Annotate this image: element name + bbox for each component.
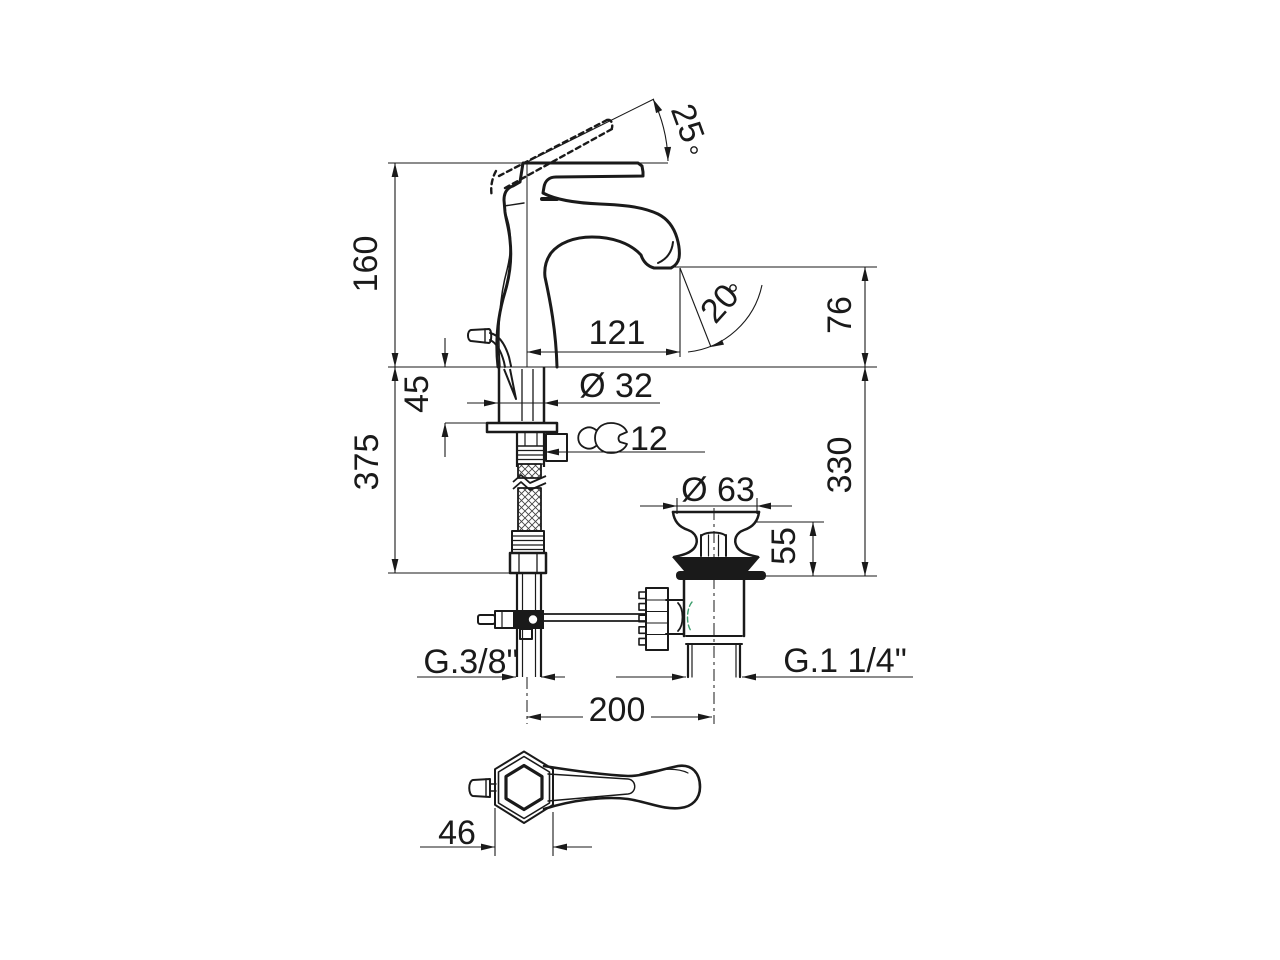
- waste-gasket: [672, 557, 760, 571]
- dim-text-g38: G.3/8": [423, 643, 518, 681]
- waste-flange: [676, 571, 766, 580]
- linkage-gear-nut: [638, 587, 669, 651]
- dim-text-121: 121: [589, 314, 646, 352]
- dim-text-g114: G.1 1/4": [783, 642, 907, 680]
- degree-symbol-20: [729, 284, 737, 292]
- dim-text-12: 12: [630, 420, 668, 458]
- degree-symbol-25: [690, 146, 698, 154]
- thumbscrew-stem: [477, 614, 496, 625]
- dim-text-375: 375: [348, 434, 386, 491]
- hose-hex-nut: [508, 551, 548, 575]
- hex-escutcheon-outer: [494, 750, 554, 824]
- topview-knob-body: [468, 778, 491, 798]
- angle-20-ray: [679, 267, 712, 348]
- waste-port-bore: [677, 602, 684, 632]
- mounting-flange: [485, 421, 559, 434]
- dim-text-46: 46: [438, 814, 476, 852]
- plug-side-l: [671, 510, 698, 559]
- popup-rod-curve-1: [489, 332, 512, 367]
- dim-text-45: 45: [398, 375, 436, 413]
- linkage-clamp-hole: [528, 615, 538, 624]
- raised-handle-cap: [605, 118, 614, 130]
- wrench-handle: [577, 426, 597, 450]
- spout-tip-inner-line: [657, 241, 674, 264]
- popup-rod-curve-2: [489, 339, 506, 368]
- lever-outline: [542, 764, 702, 811]
- dim-text-25: 25: [663, 99, 712, 148]
- plug-lift-knob: [700, 531, 727, 557]
- knurl-lines: [517, 449, 544, 465]
- shank-thread-mark: [503, 368, 517, 400]
- hose-break-line-1: [512, 474, 547, 484]
- dim-text-55: 55: [765, 527, 803, 565]
- angle-20-arc: [687, 284, 763, 353]
- raised-handle-bottom: [503, 127, 614, 190]
- side-fixing-block: [545, 433, 568, 462]
- faucet-body-outline: [495, 161, 681, 369]
- lever-paddle-highlight: [639, 768, 689, 775]
- faucet-side-view: [467, 118, 681, 369]
- drain-assembly: [638, 510, 766, 679]
- hex-escutcheon-middle: [497, 755, 551, 820]
- handle-top-view: [468, 750, 702, 824]
- angle-25-arc: [652, 98, 672, 162]
- popup-knob-body: [467, 328, 493, 344]
- supply-assembly: [477, 367, 645, 677]
- waste-hidden-arc: [686, 601, 693, 633]
- braided-hose-lower: [517, 487, 542, 532]
- lever-inner-contour: [547, 773, 636, 802]
- centerlines: [526, 161, 715, 724]
- raised-handle-heel: [490, 169, 498, 199]
- pivot-line: [503, 202, 525, 207]
- hex-cartridge-inner: [504, 763, 544, 812]
- hose-break-line-2: [512, 481, 547, 491]
- dim-text-200: 200: [589, 691, 646, 729]
- angle-20-arrow: [711, 339, 724, 347]
- plug-side-r: [734, 510, 761, 559]
- raised-handle-dashed: [490, 118, 614, 199]
- dim-text-32: Ø 32: [579, 367, 653, 405]
- dimension-lines: [391, 98, 913, 851]
- dim-text-76: 76: [821, 296, 859, 334]
- dim-text-160: 160: [347, 236, 385, 293]
- wrench-head: [594, 422, 628, 454]
- extension-lines: [388, 162, 877, 856]
- raised-handle-top: [497, 118, 609, 178]
- dimension-texts: 160 375 45 76 330 55 25 20 121 Ø 32 12 Ø…: [347, 99, 907, 852]
- braided-hose-upper: [517, 463, 542, 479]
- collar-ribs: [513, 535, 543, 551]
- dim-text-63: Ø 63: [681, 471, 755, 509]
- linkage-tab: [519, 628, 533, 640]
- thumbscrew-body: [494, 610, 515, 629]
- wrench-icon: [577, 422, 628, 454]
- popup-rod-knob: [467, 328, 512, 368]
- dim-text-330: 330: [821, 437, 859, 494]
